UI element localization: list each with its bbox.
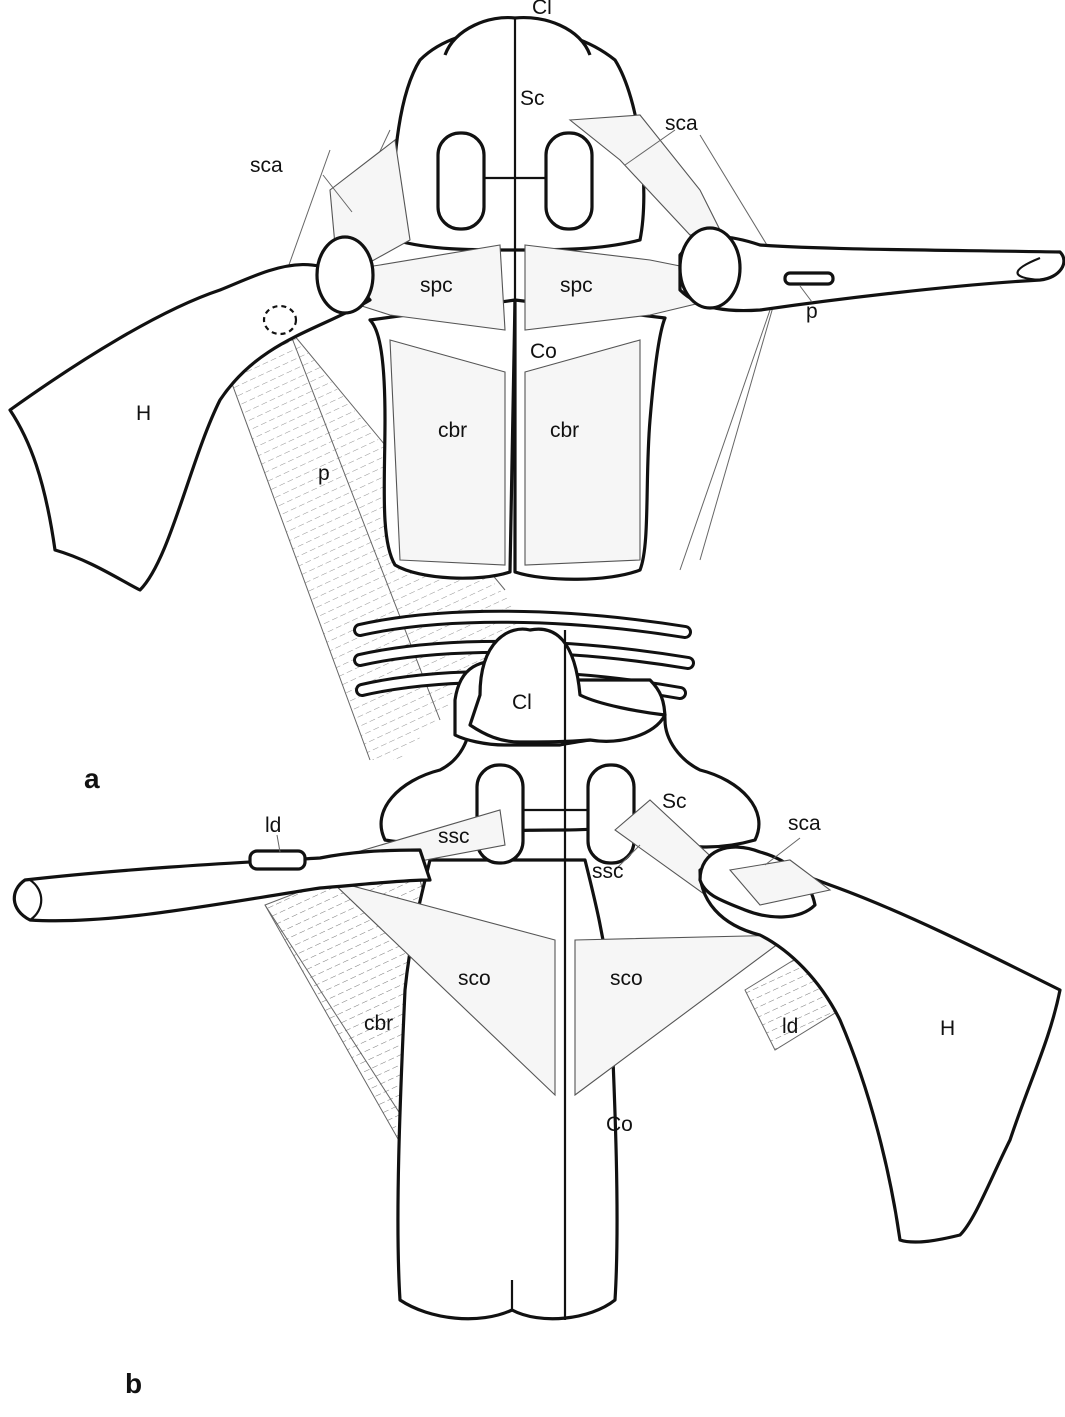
label-sco-left: sco: [458, 967, 491, 990]
label-sca-b: sca: [788, 812, 821, 835]
panel-b: Cl Sc ld ssc ssc sca sco sco cbr ld H Co…: [14, 629, 1060, 1399]
label-cbr-left: cbr: [438, 419, 467, 442]
label-sca-left: sca: [250, 154, 283, 177]
label-spc-right: spc: [560, 274, 593, 297]
label-cbr-right: cbr: [550, 419, 579, 442]
label-sc-a: Sc: [520, 87, 545, 110]
label-h-a: H: [136, 402, 151, 425]
label-sco-right: sco: [610, 967, 643, 990]
label-p-insertion: p: [806, 300, 818, 323]
cbr-muscle-left: [390, 340, 505, 565]
label-p-main: p: [318, 462, 330, 485]
label-sca-right: sca: [665, 112, 698, 135]
label-co-b: Co: [606, 1113, 633, 1136]
humerus-right-b: [700, 862, 1060, 1242]
fenestra-left-a: [438, 133, 484, 229]
label-ld-right: ld: [782, 1015, 798, 1038]
label-ld-left: ld: [265, 814, 281, 837]
fenestra-right-a: [546, 133, 592, 229]
panel-label-b: b: [125, 1368, 142, 1399]
ld-insertion-left: [250, 851, 305, 869]
cbr-muscle-right: [525, 340, 640, 565]
label-cl-a: Cl: [532, 0, 552, 19]
label-ssc-left: ssc: [438, 825, 470, 848]
label-sc-b: Sc: [662, 790, 687, 813]
panel-label-a: a: [84, 763, 100, 794]
label-cl-b: Cl: [512, 691, 532, 714]
label-h-b: H: [940, 1017, 955, 1040]
label-ssc-right: ssc: [592, 860, 624, 883]
label-co-a: Co: [530, 340, 557, 363]
label-spc-left: spc: [420, 274, 453, 297]
label-cbr-b: cbr: [364, 1012, 393, 1035]
clavicle-a: [445, 18, 590, 55]
